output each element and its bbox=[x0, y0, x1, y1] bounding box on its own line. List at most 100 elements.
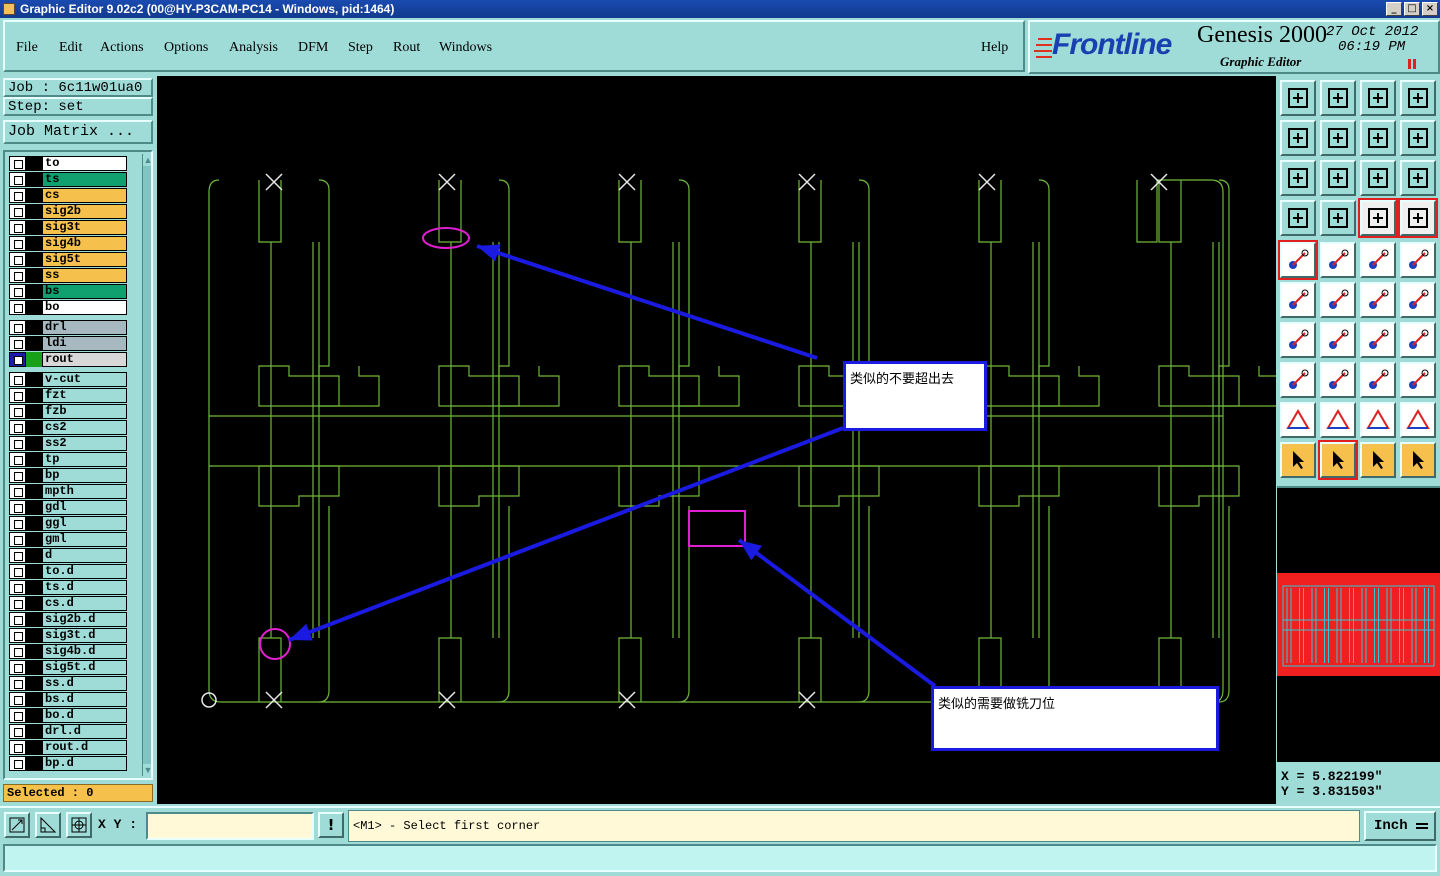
layer-name[interactable]: sig4b bbox=[42, 236, 127, 251]
layer-name[interactable]: drl bbox=[42, 320, 127, 335]
layer-name[interactable]: sig4b.d bbox=[42, 644, 127, 659]
minimize-button[interactable]: _ bbox=[1386, 2, 1402, 16]
layer-color-swatch[interactable] bbox=[26, 644, 42, 659]
save-tool-button[interactable] bbox=[1320, 80, 1356, 116]
layer-checkbox[interactable] bbox=[9, 252, 26, 267]
menu-windows[interactable]: Windows bbox=[439, 40, 493, 55]
layer-checkbox[interactable] bbox=[9, 500, 26, 515]
layer-checkbox[interactable] bbox=[9, 708, 26, 723]
layer-color-swatch[interactable] bbox=[26, 452, 42, 467]
bridge-cross-tool-button[interactable] bbox=[1400, 402, 1436, 438]
layer-color-swatch[interactable] bbox=[26, 532, 42, 547]
window-tool-button[interactable] bbox=[1400, 80, 1436, 116]
layer-color-swatch[interactable] bbox=[26, 468, 42, 483]
menu-step[interactable]: Step bbox=[348, 40, 373, 55]
layer-color-swatch[interactable] bbox=[26, 612, 42, 627]
slash-tool-button[interactable] bbox=[1320, 322, 1356, 358]
layer-name[interactable]: ts.d bbox=[42, 580, 127, 595]
layer-color-swatch[interactable] bbox=[26, 388, 42, 403]
layer-name[interactable]: sig2b bbox=[42, 204, 127, 219]
layer-checkbox[interactable] bbox=[9, 452, 26, 467]
layer-color-swatch[interactable] bbox=[26, 372, 42, 387]
layer-color-swatch[interactable] bbox=[26, 300, 42, 315]
layer-checkbox[interactable] bbox=[9, 468, 26, 483]
drawing-tools-tool-button[interactable] bbox=[1280, 200, 1316, 236]
layer-checkbox[interactable] bbox=[9, 284, 26, 299]
layer-name[interactable]: ss bbox=[42, 268, 127, 283]
layer-checkbox[interactable] bbox=[9, 692, 26, 707]
menu-help[interactable]: Help bbox=[981, 40, 1009, 55]
layer-row-cs.d[interactable]: cs.d bbox=[9, 596, 127, 611]
menu-actions[interactable]: Actions bbox=[100, 40, 144, 55]
layer-name[interactable]: v-cut bbox=[42, 372, 127, 387]
select-tool-button[interactable] bbox=[1280, 442, 1316, 478]
layer-name[interactable]: bs.d bbox=[42, 692, 127, 707]
pad-tool-button[interactable] bbox=[1400, 242, 1436, 278]
zoom-window-button[interactable] bbox=[4, 812, 30, 838]
layer-name[interactable]: gdl bbox=[42, 500, 127, 515]
layer-row-d[interactable]: d bbox=[9, 548, 127, 563]
home-tool-button[interactable] bbox=[1360, 80, 1396, 116]
layer-checkbox[interactable] bbox=[9, 352, 26, 367]
snap-tool-button[interactable] bbox=[1358, 198, 1398, 238]
overview-preview[interactable] bbox=[1277, 486, 1440, 762]
net-tool-button[interactable] bbox=[1400, 442, 1436, 478]
bridge-tool-button[interactable] bbox=[1360, 402, 1396, 438]
layer-checkbox[interactable] bbox=[9, 628, 26, 643]
menu-analysis[interactable]: Analysis bbox=[229, 40, 278, 55]
layer-name[interactable]: gml bbox=[42, 532, 127, 547]
layer-row-bs.d[interactable]: bs.d bbox=[9, 692, 127, 707]
layer-color-swatch[interactable] bbox=[26, 740, 42, 755]
layer-name[interactable]: to bbox=[42, 156, 127, 171]
layer-row-ldi[interactable]: ldi bbox=[9, 336, 127, 351]
layer-name[interactable]: fzt bbox=[42, 388, 127, 403]
layer-row-gdl[interactable]: gdl bbox=[9, 500, 127, 515]
layer-row-to.d[interactable]: to.d bbox=[9, 564, 127, 579]
line-tool-button[interactable] bbox=[1360, 282, 1396, 318]
layer-color-swatch[interactable] bbox=[26, 564, 42, 579]
layer-name[interactable]: bp bbox=[42, 468, 127, 483]
layer-checkbox[interactable] bbox=[9, 420, 26, 435]
layer-checkbox[interactable] bbox=[9, 404, 26, 419]
layer-row-sig4b[interactable]: sig4b bbox=[9, 236, 127, 251]
layer-color-swatch[interactable] bbox=[26, 436, 42, 451]
layer-row-sig5t[interactable]: sig5t bbox=[9, 252, 127, 267]
layer-color-swatch[interactable] bbox=[26, 404, 42, 419]
layer-name[interactable]: ss.d bbox=[42, 676, 127, 691]
layer-color-swatch[interactable] bbox=[26, 320, 42, 335]
grid-tool-button[interactable] bbox=[1320, 200, 1356, 236]
layer-name[interactable]: ggl bbox=[42, 516, 127, 531]
layer-name[interactable]: sig5t bbox=[42, 252, 127, 267]
layer-checkbox[interactable] bbox=[9, 740, 26, 755]
menu-dfm[interactable]: DFM bbox=[298, 40, 329, 55]
layer-name[interactable]: rout bbox=[42, 352, 127, 367]
layer-checkbox[interactable] bbox=[9, 268, 26, 283]
copy-tool-button[interactable] bbox=[1280, 362, 1316, 398]
layer-color-swatch[interactable] bbox=[26, 284, 42, 299]
layer-row-rout[interactable]: rout bbox=[9, 352, 127, 367]
layer-checkbox[interactable] bbox=[9, 372, 26, 387]
layer-name[interactable]: ss2 bbox=[42, 436, 127, 451]
scroll-up-icon[interactable]: ▲ bbox=[143, 154, 153, 166]
triangle-tool-button[interactable] bbox=[1280, 402, 1316, 438]
layer-color-swatch[interactable] bbox=[26, 420, 42, 435]
layer-row-sig4b.d[interactable]: sig4b.d bbox=[9, 644, 127, 659]
edit-shape-tool-button[interactable] bbox=[1320, 242, 1356, 278]
layer-checkbox[interactable] bbox=[9, 644, 26, 659]
layer-row-ggl[interactable]: ggl bbox=[9, 516, 127, 531]
layer-color-swatch[interactable] bbox=[26, 336, 42, 351]
layer-name[interactable]: tp bbox=[42, 452, 127, 467]
layer-row-bp[interactable]: bp bbox=[9, 468, 127, 483]
layer-checkbox[interactable] bbox=[9, 220, 26, 235]
menu-file[interactable]: File bbox=[16, 40, 38, 55]
pause-icon[interactable] bbox=[1408, 59, 1416, 69]
layer-row-ss2[interactable]: ss2 bbox=[9, 436, 127, 451]
layer-checkbox[interactable] bbox=[9, 596, 26, 611]
layer-name[interactable]: bo bbox=[42, 300, 127, 315]
layer-name[interactable]: cs.d bbox=[42, 596, 127, 611]
layer-row-fzt[interactable]: fzt bbox=[9, 388, 127, 403]
layer-checkbox[interactable] bbox=[9, 612, 26, 627]
layer-name[interactable]: rout.d bbox=[42, 740, 127, 755]
layer-checkbox[interactable] bbox=[9, 320, 26, 335]
layer-color-swatch[interactable] bbox=[26, 596, 42, 611]
